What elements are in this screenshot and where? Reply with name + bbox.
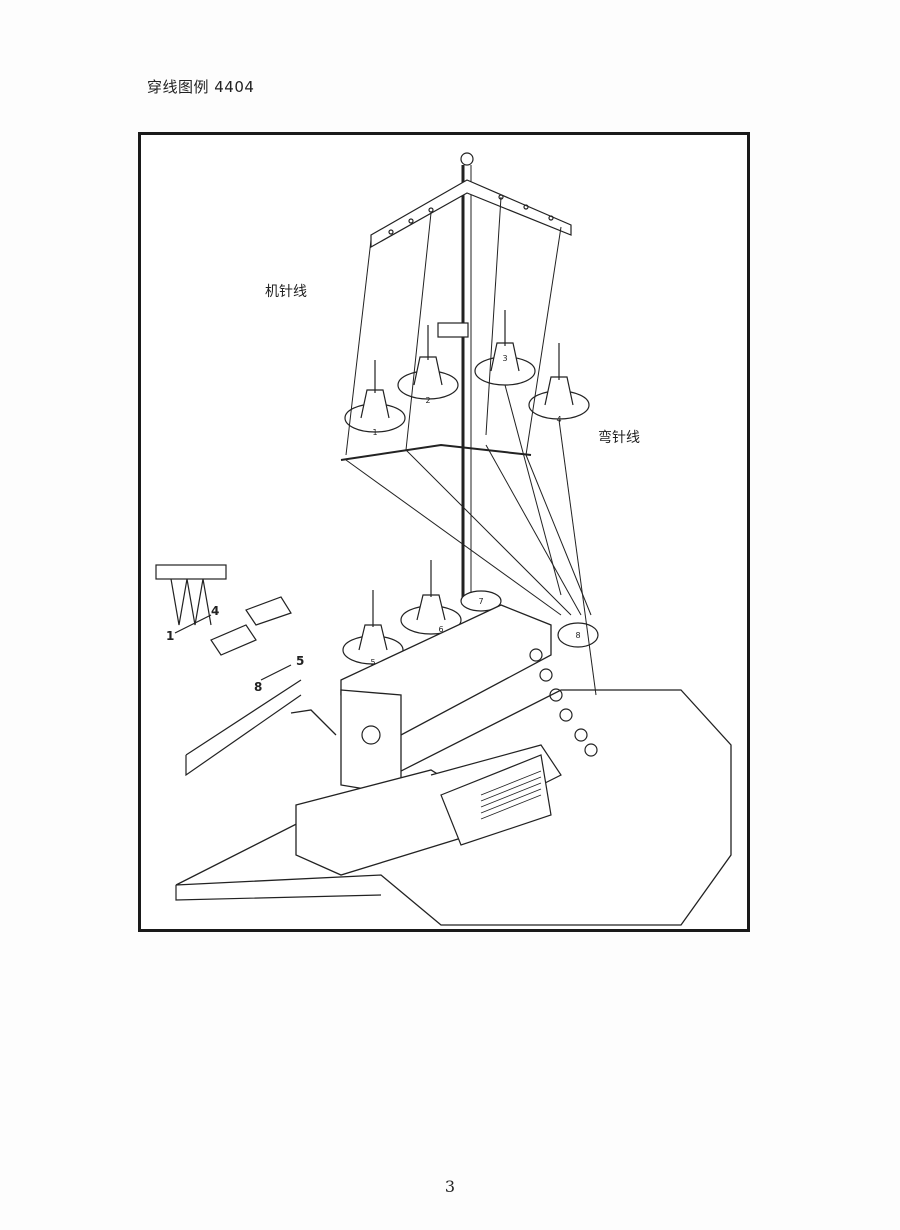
spool-number-4: 4 (556, 415, 561, 424)
threading-diagram: 1 2 3 4 5 6 7 8 1 4 5 8 (155, 152, 732, 926)
spool-number-8: 8 (575, 631, 580, 640)
page-number: 3 (444, 1177, 456, 1196)
inset-number-4: 4 (211, 604, 219, 618)
machine-front (340, 689, 402, 796)
stand-top-bar (370, 179, 572, 249)
threading-figure: 1 2 3 4 5 6 7 8 1 4 5 8 (138, 132, 750, 932)
page-title: 穿线图例 4404 (147, 78, 255, 96)
guide-bar (340, 443, 532, 461)
needle-thread-label: 机针线 (265, 284, 307, 300)
side-cover (440, 754, 552, 846)
spool-number-2: 2 (425, 396, 430, 405)
upper-cones (344, 310, 590, 433)
threads (345, 196, 597, 696)
table-top (175, 689, 732, 926)
inset-number-1: 1 (166, 629, 174, 643)
spool-number-5: 5 (370, 658, 375, 667)
inset-number-5: 5 (296, 654, 304, 668)
inset-needles (155, 564, 292, 681)
lower-cones (342, 560, 599, 665)
spool-number-1: 1 (372, 428, 377, 437)
spool-number-3: 3 (502, 354, 507, 363)
inset-number-8: 8 (254, 680, 262, 694)
tension-knobs (529, 648, 598, 757)
spool-number-6: 6 (438, 625, 443, 634)
spool-number-7: 7 (478, 597, 483, 606)
looper-thread-label: 弯针线 (598, 430, 640, 446)
